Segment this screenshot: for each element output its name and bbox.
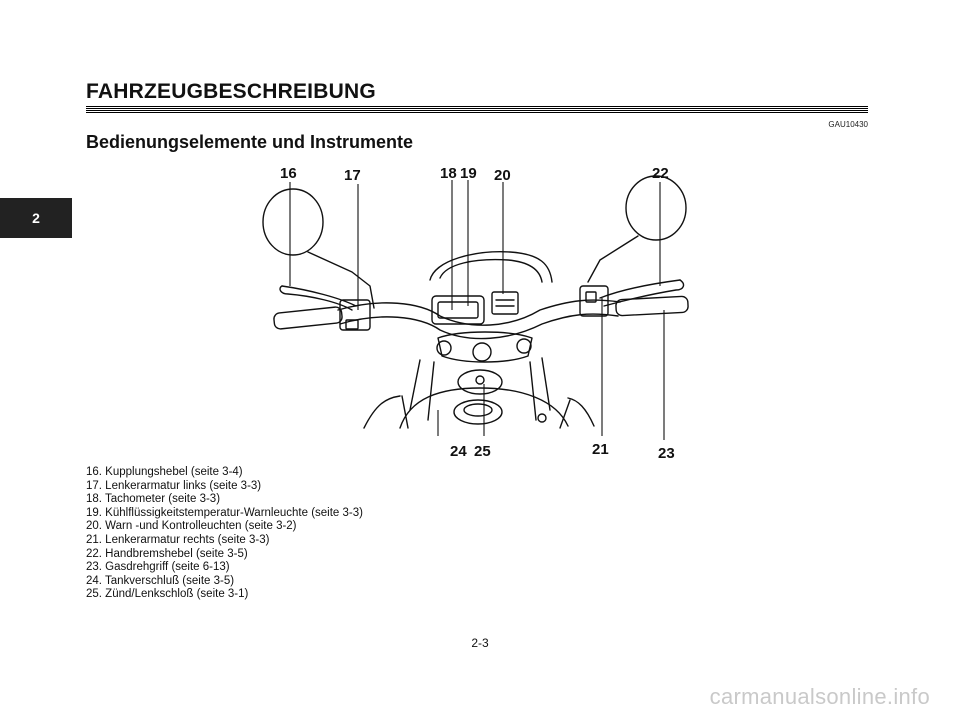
brake-lever [599, 279, 681, 299]
fuel-tank [399, 387, 569, 429]
callout-21: 21 [592, 441, 609, 458]
right-switch-gear [579, 285, 609, 317]
ignition-lock [457, 369, 503, 395]
left-grip [273, 306, 343, 330]
callout-25: 25 [474, 443, 491, 460]
clutch-lever [281, 285, 357, 307]
chapter-tab-number: 2 [32, 210, 40, 226]
handlebar-diagram: 16 17 18 19 20 22 24 25 21 23 [262, 165, 689, 460]
legend-item: 19. Kühlflüssigkeitstemperatur-Warnleuch… [86, 506, 363, 519]
callout-17: 17 [344, 167, 361, 184]
steering-nut [472, 342, 492, 362]
handlebar [337, 299, 621, 326]
callout-23: 23 [658, 445, 675, 460]
watermark: carmanualsonline.info [709, 684, 930, 709]
left-mirror [262, 188, 324, 256]
legend-item: 25. Zünd/Lenkschloß (seite 3-1) [86, 588, 249, 601]
legend-item: 23. Gasdrehgriff (seite 6-13) [86, 561, 230, 574]
legend-item: 24. Tankverschluß (seite 3-5) [86, 574, 235, 587]
chapter-tab: 2 [0, 198, 72, 238]
page-number: 2-3 [471, 636, 489, 650]
section-title: Bedienungselemente und Instrumente [86, 132, 414, 152]
callout-24: 24 [450, 443, 467, 460]
header-rule-hatch [86, 108, 868, 113]
indicator-panel [491, 291, 519, 315]
legend-item: 22. Handbremshebel (seite 3-5) [86, 547, 248, 560]
callout-16: 16 [280, 165, 297, 182]
legend-item: 16. Kupplungshebel (seite 3-4) [86, 466, 243, 478]
right-mirror [625, 175, 687, 241]
triple-clamp [437, 331, 533, 363]
legend-item: 17. Lenkerarmatur links (seite 3-3) [86, 479, 262, 492]
chapter-title: FAHRZEUGBESCHREIBUNG [86, 80, 376, 103]
speedometer [431, 295, 485, 325]
reference-code: GAU10430 [828, 120, 868, 129]
header-rule [86, 106, 868, 107]
callout-22: 22 [652, 165, 669, 182]
legend-item: 18. Tachometer (seite 3-3) [86, 493, 221, 506]
callout-19: 19 [460, 165, 477, 182]
left-switch-gear [339, 299, 371, 331]
callout-18: 18 [440, 165, 457, 182]
legend-item: 20. Warn -und Kontrolleuchten (seite 3-2… [86, 520, 297, 533]
right-grip [615, 295, 689, 317]
right-mirror-stem [587, 235, 639, 283]
parts-legend: 16. Kupplungshebel (seite 3-4) 17. Lenke… [86, 466, 363, 602]
fuel-cap [453, 399, 503, 425]
headlight-cowl [429, 251, 553, 283]
legend-item: 21. Lenkerarmatur rechts (seite 3-3) [86, 533, 270, 546]
callout-20: 20 [494, 167, 511, 184]
left-mirror-stem [307, 251, 375, 309]
